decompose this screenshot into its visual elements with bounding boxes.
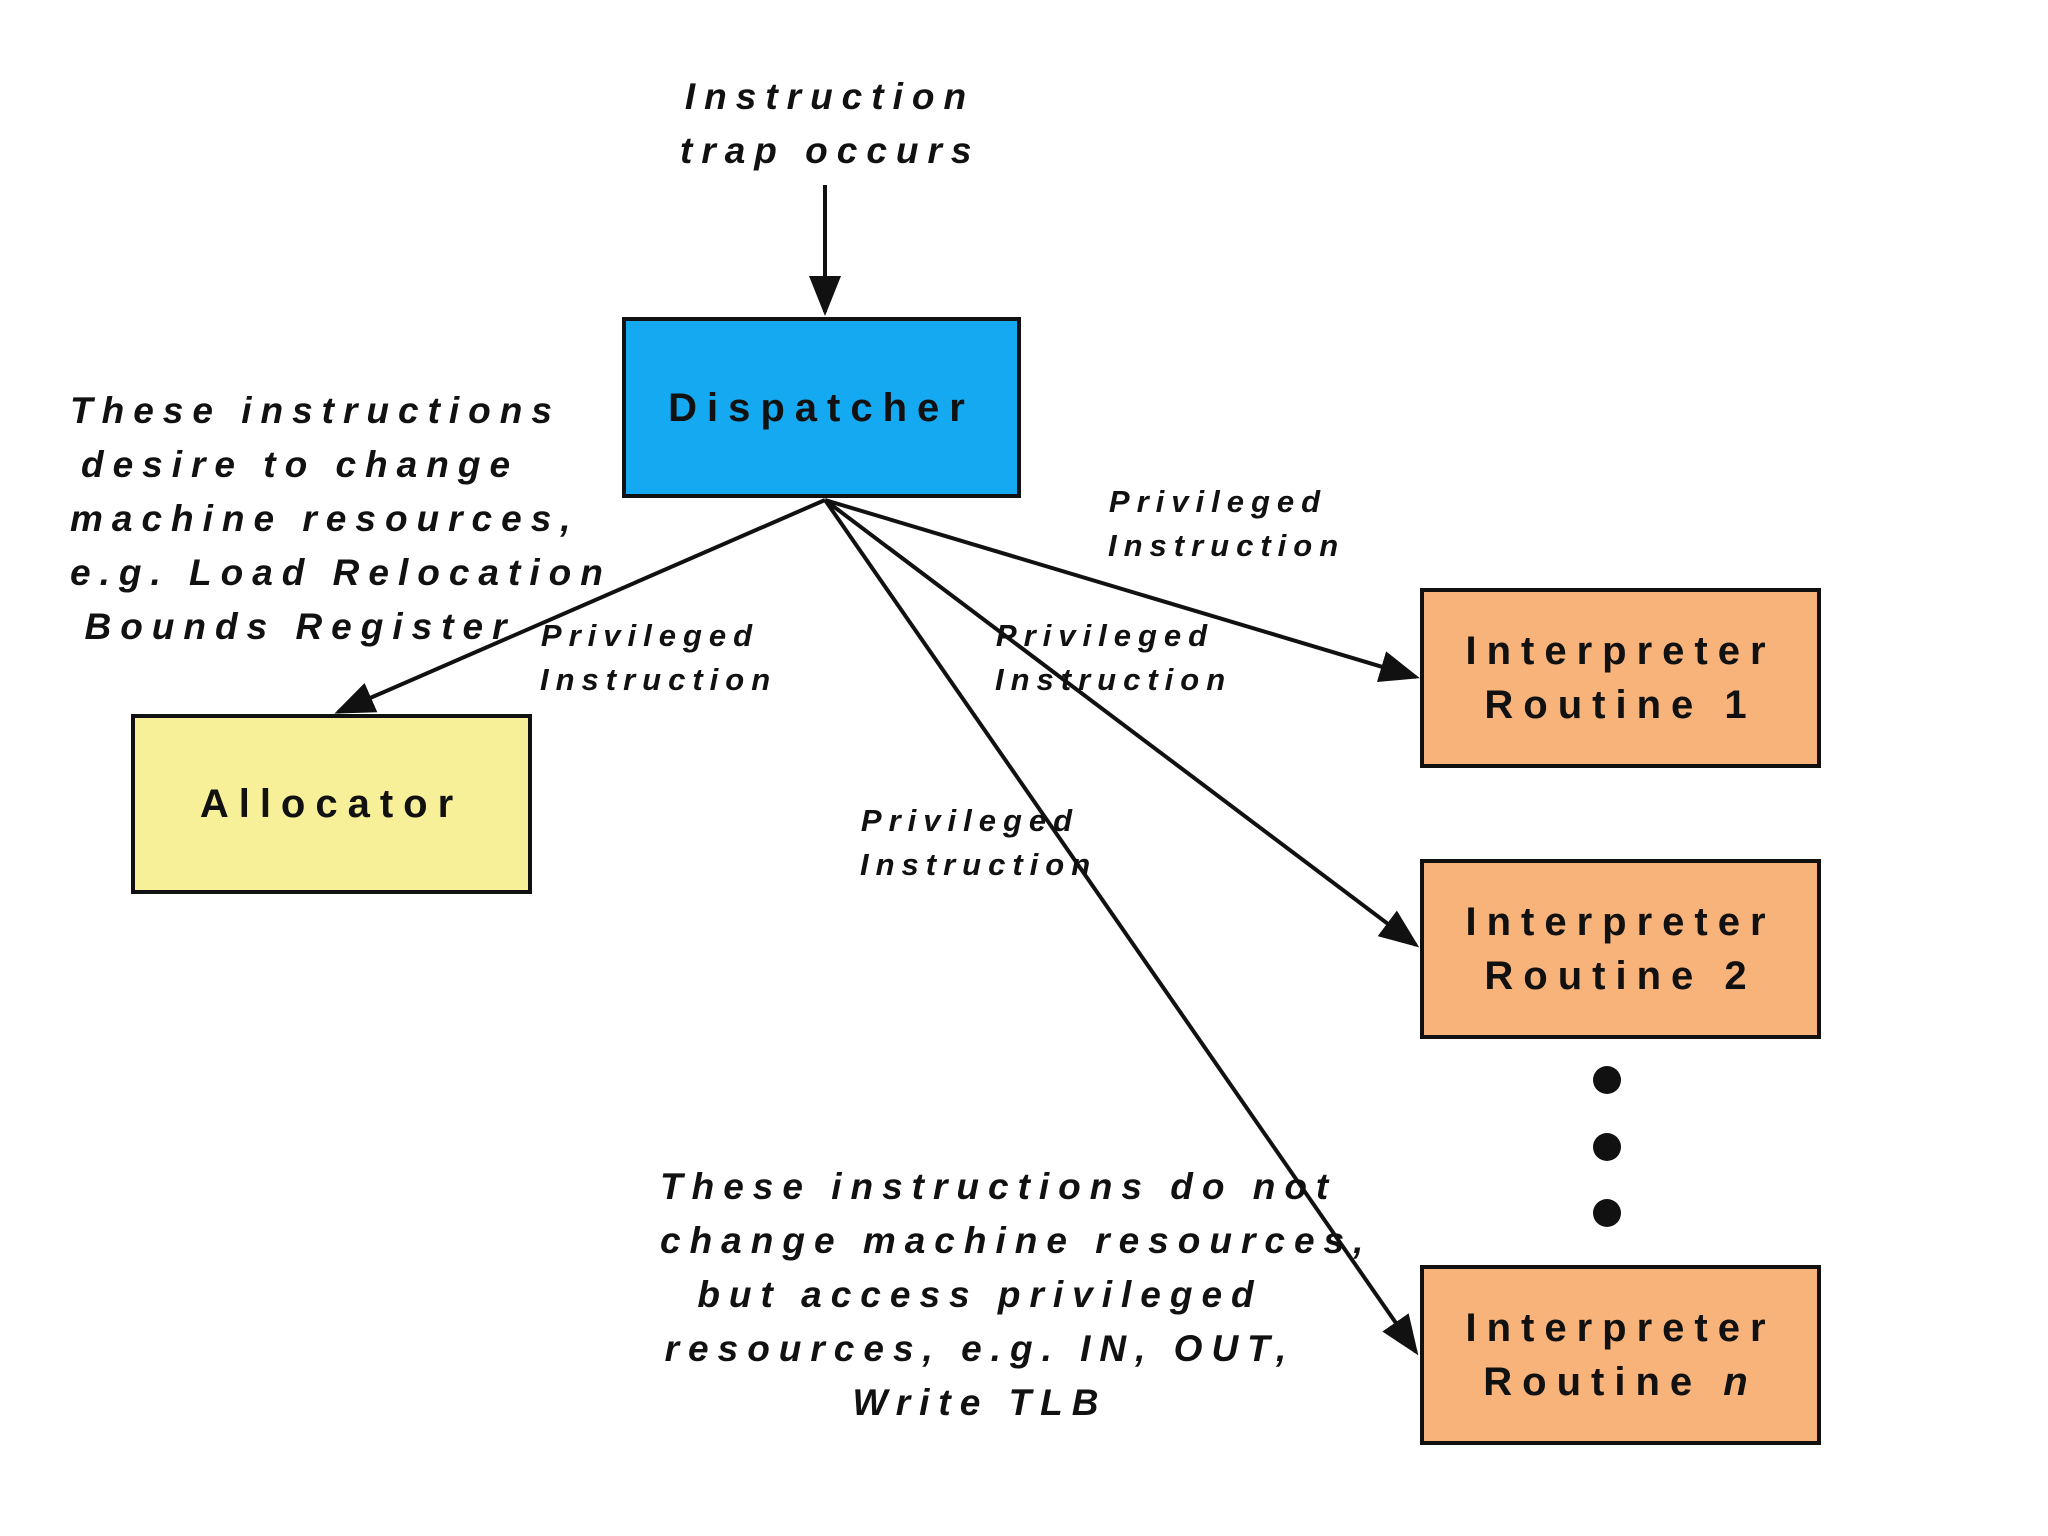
allocator-note-line-4: e.g. Load Relocation [70,552,612,593]
ellipsis-dot-3 [1593,1199,1621,1227]
edge-label-interpreter-1: Privileged Instruction [1108,480,1346,568]
interpreter-1-line-2: Routine [1484,683,1704,727]
interpreter-1-suffix: 1 [1724,683,1757,727]
arrow-to-interpreter-2 [823,498,1420,948]
interpreter-note: These instructions do not change machine… [660,1160,1373,1430]
edge-label-interpreter-n-line-2: Instruction [860,847,1098,882]
interpreter-note-line-4: resources, e.g. IN, OUT, [664,1328,1296,1369]
edge-label-interpreter-2-line-1: Privileged [995,618,1215,653]
interpreter-2-line-2: Routine [1484,954,1704,998]
trap-note: Instruction trap occurs [680,70,980,178]
trap-note-line-2: trap occurs [680,130,981,171]
interpreter-routine-n-box: Interpreter Routine n [1420,1265,1821,1445]
interpreter-routine-1-box: Interpreter Routine 1 [1420,588,1821,768]
edge-label-interpreter-1-line-2: Instruction [1108,528,1346,563]
allocator-box: Allocator [131,714,532,894]
edge-label-interpreter-n: Privileged Instruction [860,799,1098,887]
interpreter-note-line-5: Write TLB [852,1382,1108,1423]
trap-note-line-1: Instruction [684,76,976,117]
arrow-to-allocator [334,498,826,714]
allocator-label: Allocator [199,782,464,826]
arrow-to-interpreter-n [823,498,1419,1356]
interpreter-1-line-1: Interpreter [1465,629,1776,673]
edge-label-allocator: Privileged Instruction [540,614,778,702]
dispatcher-label: Dispatcher [668,385,975,430]
interpreter-note-line-2: change machine resources, [660,1220,1373,1261]
edge-label-interpreter-n-line-1: Privileged [860,803,1080,838]
edge-label-interpreter-2: Privileged Instruction [995,614,1233,702]
interpreter-n-line-2: Routine [1483,1360,1703,1404]
edge-label-interpreter-1-line-1: Privileged [1108,484,1328,519]
interpreter-note-line-3: but access privileged [697,1274,1263,1315]
interpreter-note-line-1: These instructions do not [660,1166,1338,1207]
edge-label-allocator-line-2: Instruction [540,662,778,697]
ellipsis-dot-1 [1593,1066,1621,1094]
allocator-note-line-1: These instructions [70,390,561,431]
edge-label-interpreter-2-line-2: Instruction [995,662,1233,697]
allocator-note-line-2: desire to change [80,444,520,485]
interpreter-2-suffix: 2 [1724,954,1757,998]
interpreter-2-line-1: Interpreter [1465,900,1776,944]
interpreter-routine-2-box: Interpreter Routine 2 [1420,859,1821,1039]
interpreter-n-suffix: n [1723,1360,1758,1404]
ellipsis-dot-2 [1593,1133,1621,1161]
allocator-note: These instructions desire to change mach… [70,384,612,654]
dispatcher-box: Dispatcher [622,317,1021,498]
edge-label-allocator-line-1: Privileged [540,618,760,653]
arrow-to-interpreter-1 [824,498,1420,682]
interpreter-n-line-1: Interpreter [1465,1306,1776,1350]
allocator-note-line-5: Bounds Register [84,606,516,647]
allocator-note-line-3: machine resources, [70,498,580,539]
